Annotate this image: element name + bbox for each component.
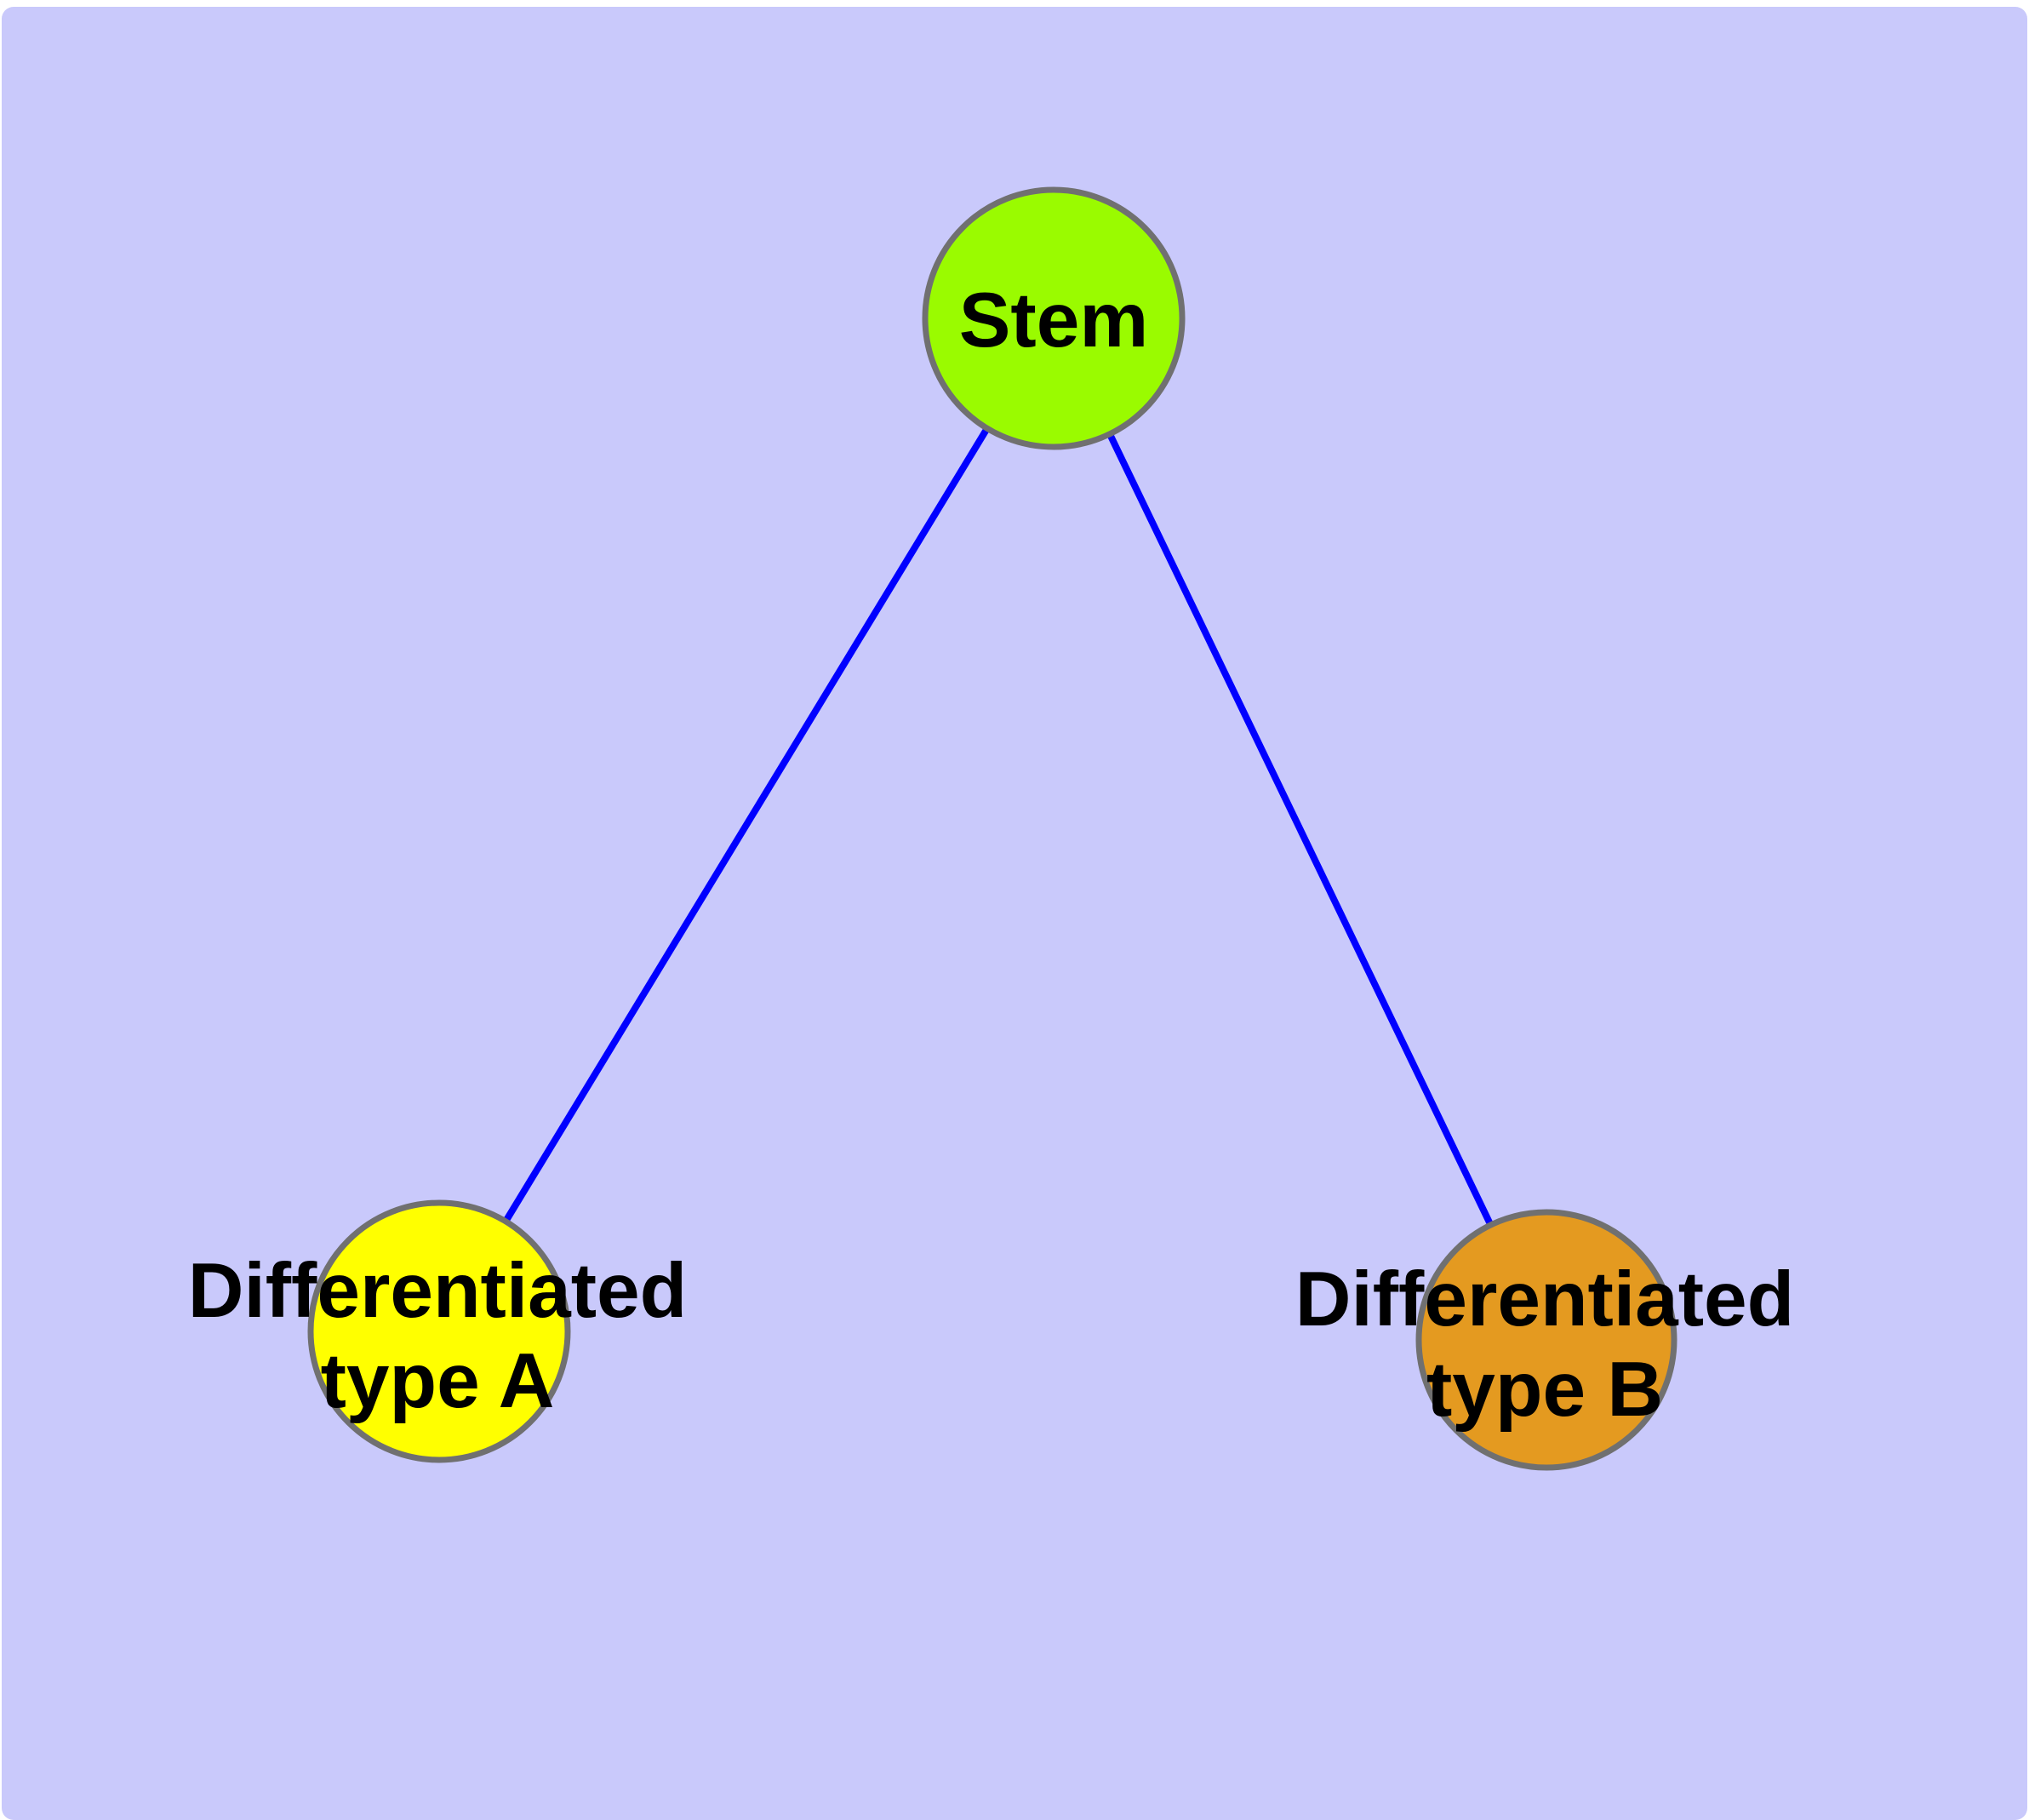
node-differentiated-type-b[interactable] xyxy=(1415,1209,1677,1471)
edge-stem-to-type-a[interactable] xyxy=(502,426,991,1224)
node-differentiated-type-a[interactable] xyxy=(307,1199,571,1463)
node-stem[interactable] xyxy=(922,186,1186,450)
edge-stem-to-type-b[interactable] xyxy=(1106,432,1494,1226)
